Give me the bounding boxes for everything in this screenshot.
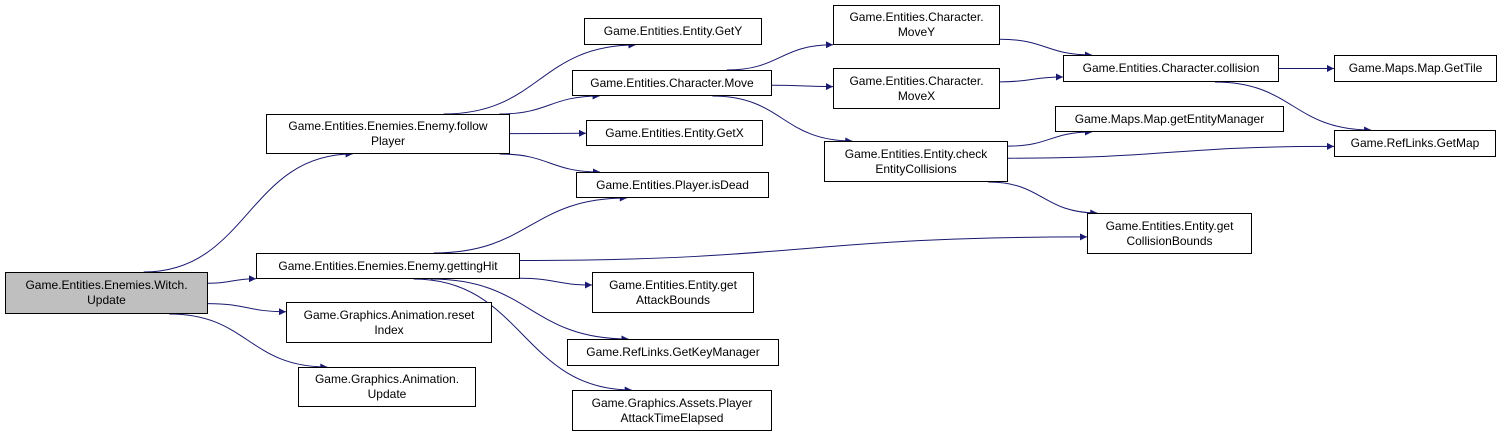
edge-enemy_gettinghit-to-reflinks_getkeymanager bbox=[430, 278, 629, 343]
edge-enemy_gettinghit-to-entity_getcollisionbounds bbox=[519, 233, 1088, 261]
edge-character_movey-to-character_collision bbox=[999, 38, 1093, 59]
edge-witch_update-to-anim_resetindex bbox=[207, 303, 287, 316]
node-entity-get-x[interactable]: Game.Entities.Entity.GetX bbox=[586, 120, 763, 146]
node-entity-get-attack-bounds[interactable]: Game.Entities.Entity.get AttackBounds bbox=[592, 272, 754, 313]
node-label-line: Game.Entities.Character.collision bbox=[1082, 61, 1260, 75]
node-entity-get-collision-bounds[interactable]: Game.Entities.Entity.get CollisionBounds bbox=[1087, 213, 1252, 254]
edge-entity_checkcollisions-to-map_getentitymanager bbox=[1007, 128, 1093, 147]
node-label-line: EntityCollisions bbox=[875, 161, 957, 176]
node-label-line: Game.Entities.Character. bbox=[849, 10, 984, 24]
node-label-line: Game.Maps.Map.getEntityManager bbox=[1074, 111, 1265, 126]
node-label-line: Game.Entities.Entity.get bbox=[1105, 218, 1234, 233]
edge-witch_update-to-anim_update bbox=[169, 313, 328, 371]
node-map-get-tile[interactable]: Game.Maps.Map.GetTile bbox=[1334, 55, 1497, 82]
edge-character_movex-to-character_collision bbox=[999, 73, 1064, 83]
node-witch-update[interactable]: Game.Entities.Enemies.Witch. Update bbox=[5, 272, 208, 314]
node-label-line: Game.Entities.Player.isDead bbox=[596, 177, 749, 192]
node-label-line: Game.Entities.Enemies.Enemy.follow bbox=[288, 119, 488, 133]
node-label-line: Game.Entities.Enemies.Enemy.gettingHit bbox=[278, 258, 498, 273]
edge-character_move-to-character_movey bbox=[726, 41, 834, 71]
edge-character_collision-to-reflinks_getmap bbox=[1214, 81, 1372, 134]
node-entity-get-y[interactable]: Game.Entities.Entity.GetY bbox=[584, 18, 762, 45]
node-map-get-entity-manager[interactable]: Game.Maps.Map.getEntityManager bbox=[1055, 106, 1284, 132]
edge-enemy_followplayer-to-entity_gety bbox=[443, 41, 636, 115]
node-reflinks-get-map[interactable]: Game.RefLinks.GetMap bbox=[1334, 130, 1496, 157]
node-label-line: Game.Entities.Enemies.Witch. bbox=[25, 278, 188, 292]
edge-enemy_gettinghit-to-entity_getattackbounds bbox=[519, 277, 593, 289]
edge-character_move-to-character_movex bbox=[771, 83, 834, 91]
node-assets-player-attack-time-elapsed[interactable]: Game.Graphics.Assets.Player AttackTimeEl… bbox=[572, 390, 772, 431]
node-character-move-x[interactable]: Game.Entities.Character. MoveX bbox=[833, 68, 1000, 109]
node-label-line: Game.Entities.Entity.get bbox=[609, 277, 737, 292]
node-label-line: Game.Entities.Entity.GetX bbox=[605, 125, 744, 140]
node-character-move-y[interactable]: Game.Entities.Character. MoveY bbox=[833, 5, 1000, 45]
node-label-line: Game.Entities.Entity.check bbox=[844, 146, 988, 161]
node-entity-check-entity-collisions[interactable]: Game.Entities.Entity.check EntityCollisi… bbox=[824, 141, 1008, 182]
node-label-line: MoveX bbox=[897, 88, 936, 103]
node-enemy-follow-player[interactable]: Game.Entities.Enemies.Enemy.follow Playe… bbox=[266, 114, 510, 154]
node-label-line: Game.Entities.Character. bbox=[849, 73, 984, 88]
edge-witch_update-to-enemy_followplayer bbox=[143, 150, 353, 273]
node-label-line: AttackTimeElapsed bbox=[620, 410, 724, 425]
edge-enemy_gettinghit-to-assets_playerattack bbox=[413, 278, 632, 394]
edge-entity_checkcollisions-to-reflinks_getmap bbox=[1007, 142, 1335, 159]
node-label-line: Game.Graphics.Assets.Player bbox=[591, 395, 753, 410]
node-label-line: Player bbox=[370, 134, 405, 148]
edge-character_move-to-entity_checkcollisions bbox=[712, 95, 853, 145]
edge-enemy_gettinghit-to-player_isdead bbox=[433, 194, 627, 254]
node-enemy-getting-hit[interactable]: Game.Entities.Enemies.Enemy.gettingHit bbox=[256, 253, 520, 279]
edge-witch_update-to-enemy_gettinghit bbox=[207, 275, 257, 284]
node-label-line: Game.Graphics.Animation. bbox=[314, 372, 460, 386]
node-label-line: Game.Graphics.Animation.reset bbox=[303, 307, 475, 322]
node-character-collision[interactable]: Game.Entities.Character.collision bbox=[1063, 55, 1279, 82]
edge-enemy_followplayer-to-character_move bbox=[499, 92, 600, 115]
node-label-line: CollisionBounds bbox=[1126, 233, 1213, 248]
node-character-move[interactable]: Game.Entities.Character.Move bbox=[572, 70, 772, 96]
edge-entity_checkcollisions-to-entity_getcollisionbounds bbox=[988, 181, 1098, 217]
node-label-line: Game.Maps.Map.GetTile bbox=[1348, 61, 1483, 75]
node-label-line: Update bbox=[367, 387, 407, 401]
node-label-line: Game.RefLinks.GetMap bbox=[1350, 136, 1480, 150]
node-reflinks-get-key-manager[interactable]: Game.RefLinks.GetKeyManager bbox=[567, 339, 779, 366]
node-animation-reset-index[interactable]: Game.Graphics.Animation.reset Index bbox=[286, 302, 492, 343]
node-label-line: MoveY bbox=[897, 25, 936, 39]
node-label-line: Update bbox=[87, 293, 126, 307]
node-player-is-dead[interactable]: Game.Entities.Player.isDead bbox=[576, 172, 769, 198]
node-label-line: Game.Entities.Character.Move bbox=[590, 75, 754, 90]
edge-enemy_followplayer-to-player_isdead bbox=[499, 153, 601, 176]
node-label-line: AttackBounds bbox=[635, 292, 711, 307]
node-label-line: Index bbox=[374, 322, 404, 337]
node-label-line: Game.Entities.Entity.GetY bbox=[603, 24, 743, 38]
node-animation-update[interactable]: Game.Graphics.Animation. Update bbox=[298, 367, 476, 407]
node-label-line: Game.RefLinks.GetKeyManager bbox=[586, 345, 760, 359]
